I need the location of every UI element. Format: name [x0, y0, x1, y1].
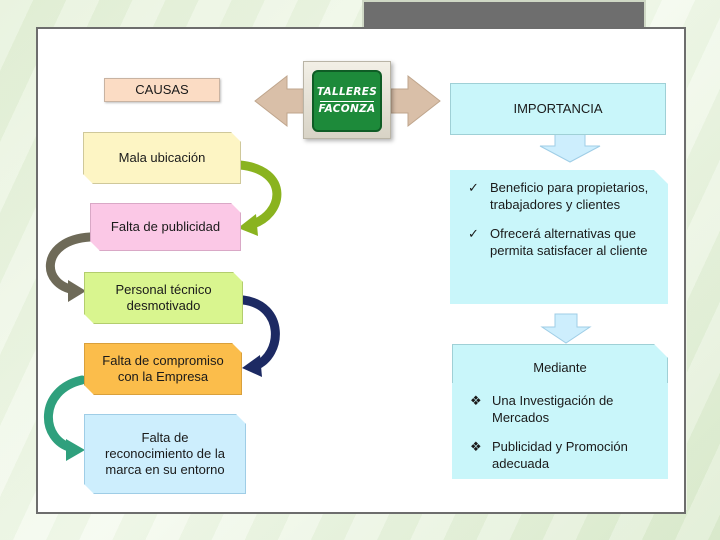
- check-icon: ✓: [468, 180, 479, 195]
- diamond-bullet-icon: ❖: [470, 438, 482, 454]
- talleres-faconza-logo: TALLERES FACONZA: [303, 61, 391, 139]
- importancia-title: IMPORTANCIA: [450, 83, 666, 135]
- means-box: ❖ Una Investigación de Mercados ❖ Public…: [452, 383, 668, 479]
- cause-text-5: Falta de reconocimiento de la marca en s…: [105, 429, 225, 478]
- logo-line-1: TALLERES: [316, 85, 378, 98]
- double-arrow-right: [390, 74, 441, 128]
- cause-text-1: Mala ubicación: [118, 149, 206, 165]
- cause-box-1: Mala ubicación: [83, 132, 241, 184]
- curved-arrow-gray-head: [68, 280, 86, 302]
- logo-line-2: FACONZA: [318, 102, 376, 115]
- curved-arrow-green: [235, 160, 282, 230]
- means-text-2: Publicidad y Promoción adecuada: [492, 438, 628, 471]
- down-arrow-importancia: [539, 133, 601, 163]
- logo-rule: [320, 100, 374, 102]
- curved-arrow-gray: [46, 232, 95, 295]
- cause-text-3: Personal técnico desmotivado: [115, 281, 212, 313]
- benefits-box: ✓ Beneficio para propietarios, trabajado…: [450, 170, 668, 304]
- curved-arrow-teal: [44, 375, 87, 453]
- benefit-item-1: ✓ Beneficio para propietarios, trabajado…: [468, 180, 656, 214]
- benefit-text-1: Beneficio para propietarios, trabajadore…: [490, 180, 649, 212]
- causas-title: CAUSAS: [104, 78, 220, 102]
- check-icon: ✓: [468, 225, 479, 241]
- double-arrow-left: [254, 74, 305, 128]
- diamond-bullet-icon: ❖: [470, 393, 482, 408]
- importancia-title-text: IMPORTANCIA: [513, 100, 603, 116]
- curved-arrow-green-head: [238, 214, 258, 236]
- cause-text-4: Falta de compromiso con la Empresa: [102, 352, 224, 384]
- means-item-1: ❖ Una Investigación de Mercados: [470, 393, 656, 427]
- means-text-1: Una Investigación de Mercados: [492, 393, 614, 425]
- means-item-2: ❖ Publicidad y Promoción adecuada: [470, 439, 656, 473]
- mediante-text: Mediante: [533, 359, 587, 375]
- curved-arrow-navy: [238, 295, 280, 371]
- benefit-text-2: Ofrecerá alternativas que permita satisf…: [490, 225, 648, 258]
- curved-arrow-navy-head: [242, 355, 262, 377]
- down-arrow-mediante: [540, 313, 592, 344]
- cause-box-5: Falta de reconocimiento de la marca en s…: [84, 414, 246, 494]
- cause-box-2: Falta de publicidad: [90, 203, 241, 251]
- causas-title-text: CAUSAS: [135, 81, 189, 97]
- cause-box-4: Falta de compromiso con la Empresa: [84, 343, 242, 395]
- curved-arrow-teal-head: [66, 439, 85, 461]
- cause-text-2: Falta de publicidad: [110, 218, 221, 234]
- benefit-item-2: ✓ Ofrecerá alternativas que permita sati…: [468, 226, 656, 260]
- logo-badge: TALLERES FACONZA: [312, 70, 382, 132]
- cause-box-3: Personal técnico desmotivado: [84, 272, 243, 324]
